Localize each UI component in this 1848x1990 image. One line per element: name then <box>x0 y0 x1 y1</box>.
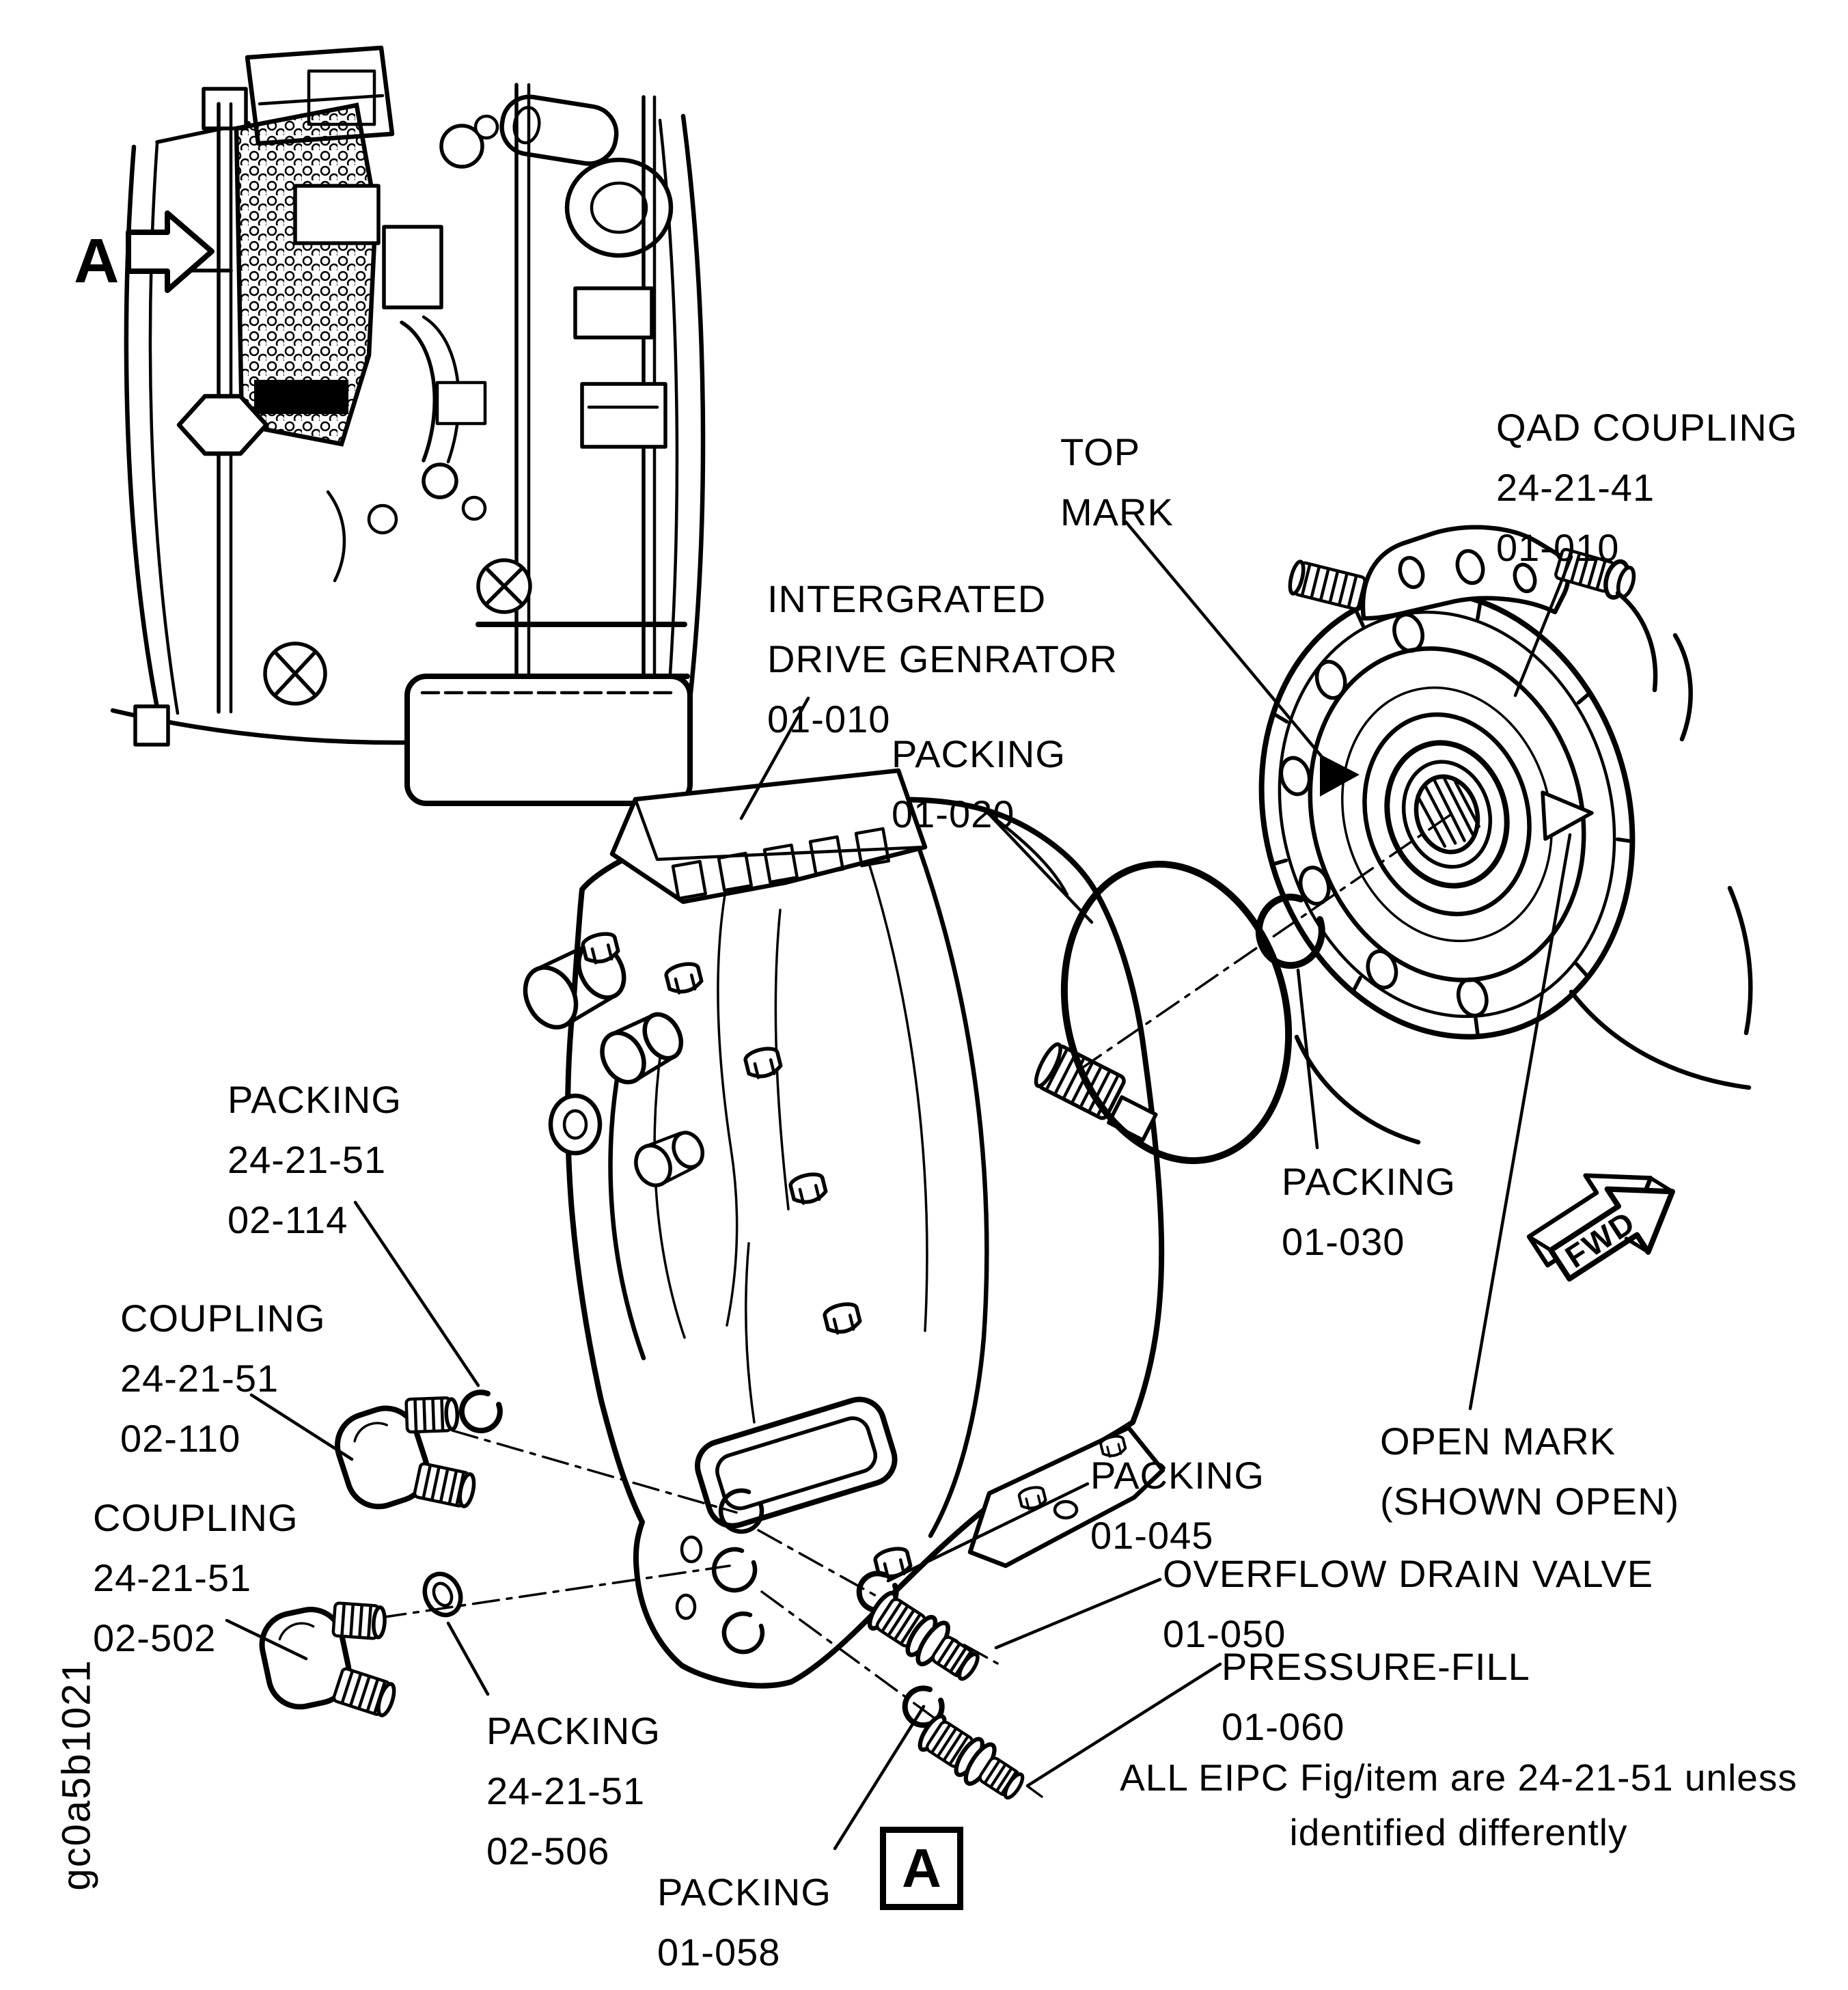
callout-open-mark: OPEN MARK (SHOWN OPEN) <box>1380 1411 1679 1532</box>
pressure-fill-part <box>914 1710 1031 1808</box>
callout-line: 01-045 <box>1090 1514 1214 1557</box>
callout-line: PACKING <box>657 1870 831 1913</box>
callout-packing-01-020: PACKING 01-020 <box>892 724 1066 844</box>
idg-unit-drawing <box>523 768 1166 1689</box>
callout-line: COUPLING <box>120 1297 326 1340</box>
callout-line: PACKING <box>227 1078 402 1121</box>
callout-line: 24-21-51 <box>486 1769 646 1812</box>
callout-packing-01-045: PACKING 01-045 <box>1090 1446 1265 1566</box>
callout-line: PACKING <box>486 1709 661 1752</box>
leader-lines <box>225 520 1573 1851</box>
callout-line: 01-030 <box>1282 1220 1405 1263</box>
engine-cross-section-view <box>110 45 706 806</box>
note-line: ALL EIPC Fig/item are 24-21-51 unless <box>1120 1756 1797 1799</box>
callout-line: 01-060 <box>1222 1705 1345 1748</box>
packing-02-506-part <box>422 1571 463 1618</box>
coupling-02-110-part <box>329 1384 491 1541</box>
callout-line: PACKING <box>1282 1160 1456 1203</box>
callout-line: COUPLING <box>93 1496 299 1539</box>
callout-line: 02-114 <box>227 1198 348 1241</box>
callout-line: 02-502 <box>93 1616 217 1659</box>
callout-top-mark: TOP MARK <box>1060 422 1174 542</box>
detail-marker-a: A <box>880 1827 963 1910</box>
callout-line: 24-21-51 <box>227 1138 387 1181</box>
detail-marker-letter: A <box>902 1838 941 1898</box>
callout-coupling-02-502: COUPLING 24-21-51 02-502 <box>93 1488 299 1668</box>
callout-packing-01-030: PACKING 01-030 <box>1282 1152 1456 1272</box>
note-line: identified differently <box>1289 1811 1628 1853</box>
figure-code: gc0a5b1021 <box>54 1659 99 1891</box>
callout-packing-01-058: PACKING 01-058 <box>657 1862 831 1982</box>
callout-line: 24-21-51 <box>120 1357 279 1400</box>
callout-line: MARK <box>1060 490 1174 534</box>
callout-packing-02-114: PACKING 24-21-51 02-114 <box>227 1070 402 1250</box>
callout-line: 01-010 <box>1496 526 1620 569</box>
fwd-arrow-icon: FWD <box>1526 1173 1675 1282</box>
overflow-drain-valve-part <box>864 1586 987 1689</box>
packing-01-020-part <box>1060 861 1293 1164</box>
callout-pressure-fill: PRESSURE-FILL 01-060 <box>1222 1637 1530 1757</box>
callout-line: PACKING <box>1090 1454 1265 1497</box>
callout-line: 24-21-51 <box>93 1556 252 1599</box>
callout-packing-02-506: PACKING 24-21-51 02-506 <box>486 1701 661 1881</box>
callout-line: 01-050 <box>1163 1612 1286 1655</box>
idg-connector-block <box>609 768 928 904</box>
figure-note: ALL EIPC Fig/item are 24-21-51 unless id… <box>1114 1750 1804 1860</box>
callout-line: DRIVE GENRATOR <box>767 637 1118 680</box>
callout-overflow-drain-valve: OVERFLOW DRAIN VALVE 01-050 <box>1163 1544 1653 1664</box>
callout-line: QAD COUPLING <box>1496 406 1798 449</box>
packing-01-030-part <box>1255 894 1325 969</box>
callout-qad-coupling: QAD COUPLING 24-21-41 01-010 <box>1496 398 1797 578</box>
packing-02-114-part <box>458 1390 503 1434</box>
view-a-letter: A <box>74 226 120 296</box>
callout-line: 24-21-41 <box>1496 466 1655 509</box>
callout-line: TOP <box>1060 430 1141 473</box>
callout-integrated-drive-generator: INTERGRATED DRIVE GENRATOR 01-010 <box>767 569 1118 749</box>
callout-line: PRESSURE-FILL <box>1222 1645 1530 1688</box>
callout-line: 02-110 <box>120 1417 241 1460</box>
callout-line: 01-020 <box>892 792 1015 835</box>
callout-line: OPEN MARK <box>1380 1420 1616 1463</box>
view-a-arrow-icon <box>126 210 215 293</box>
callout-line: 02-506 <box>486 1829 610 1872</box>
callout-line: 01-058 <box>657 1931 781 1974</box>
callout-line: PACKING <box>892 732 1066 775</box>
callout-line: 01-010 <box>767 697 891 741</box>
callout-line: (SHOWN OPEN) <box>1380 1480 1680 1523</box>
callout-line: INTERGRATED <box>767 577 1047 620</box>
callout-coupling-02-110: COUPLING 24-21-51 02-110 <box>120 1288 326 1469</box>
open-mark-pointer <box>1541 790 1594 841</box>
callout-line: OVERFLOW DRAIN VALVE <box>1163 1552 1654 1595</box>
